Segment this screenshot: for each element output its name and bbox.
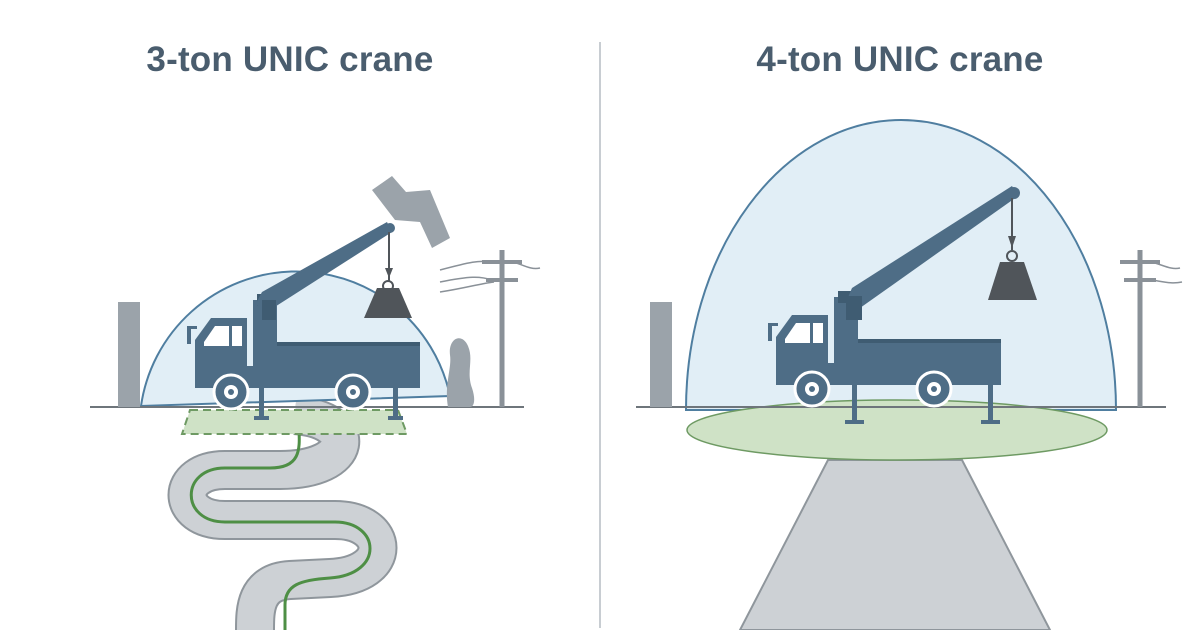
panel-3-ton [90,176,541,630]
outriggers-4-ton [845,385,1000,424]
footprint-3-ton [180,409,409,435]
load-weight-3-ton [364,288,412,318]
wall-obstacle [118,302,140,407]
footprint-4-ton [686,399,1108,461]
outriggers-3-ton [254,388,403,420]
wall-obstacle-right [650,302,672,407]
shrub-obstacle [446,338,475,407]
panel-4-ton [636,119,1183,630]
crane-boom-4-ton [846,186,1020,320]
utility-pole-right [1120,250,1183,407]
load-weight-4-ton [988,262,1037,300]
wide-road [738,459,1052,630]
route-arrow [189,429,372,630]
panel-title-3-ton: 3-ton UNIC crane [146,40,434,79]
utility-pole-left [439,250,541,407]
roof-obstacle [372,176,450,248]
panel-title-4-ton: 4-ton UNIC crane [756,40,1044,79]
crane-boom-3-ton [255,222,395,320]
